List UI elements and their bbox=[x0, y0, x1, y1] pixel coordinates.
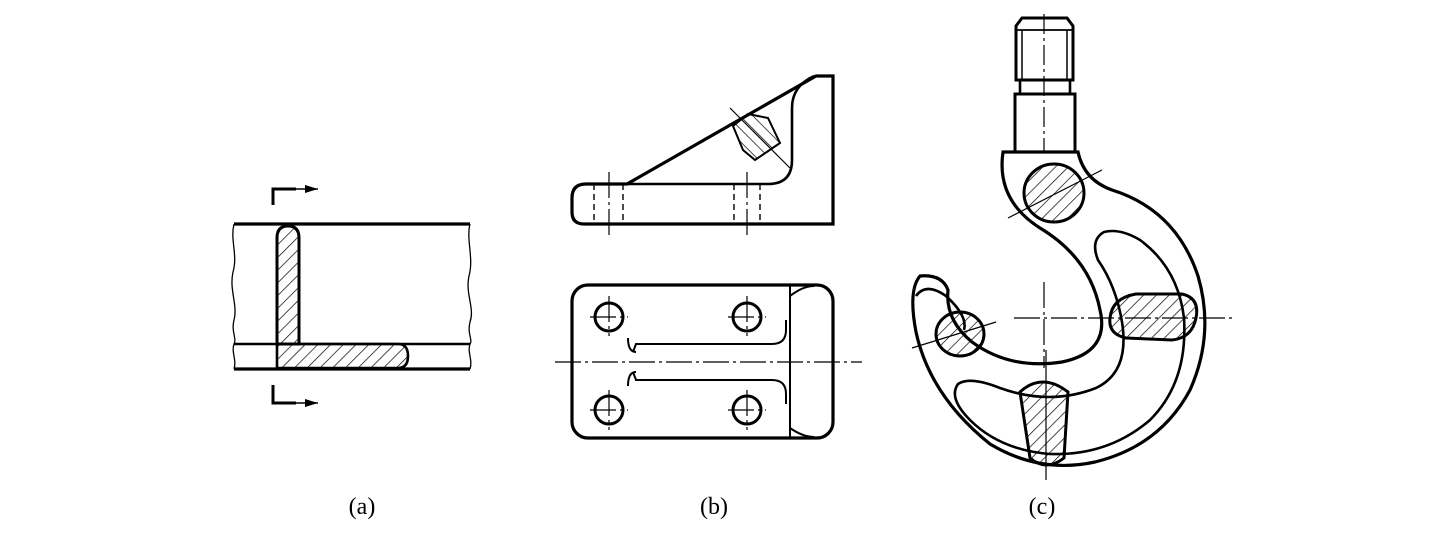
hook-section-right bbox=[1108, 292, 1199, 342]
front-view bbox=[570, 74, 835, 236]
break-line-right-lower bbox=[468, 343, 472, 370]
panel-c-drawing bbox=[911, 14, 1232, 480]
shank-neck bbox=[1018, 78, 1072, 96]
slot-lower bbox=[632, 371, 787, 404]
caption-panel-c: (c) bbox=[1028, 494, 1056, 520]
hook-shank bbox=[1013, 14, 1077, 154]
front-view-outline bbox=[570, 74, 835, 226]
top-view bbox=[555, 283, 862, 440]
break-line-left bbox=[231, 223, 236, 345]
hook-section-top bbox=[1022, 162, 1086, 224]
break-line-left-lower bbox=[232, 343, 236, 370]
panel-a-drawing bbox=[231, 185, 473, 407]
hook-section-point bbox=[934, 310, 986, 358]
section-marker-bottom bbox=[271, 385, 318, 407]
slot-upper bbox=[632, 320, 787, 353]
break-line-right bbox=[467, 223, 473, 345]
threaded-end bbox=[1014, 16, 1075, 82]
section-marker-top bbox=[271, 185, 318, 205]
caption-panel-b: (b) bbox=[700, 494, 728, 520]
rib-removed-section bbox=[731, 112, 782, 162]
hook-inner-outline bbox=[953, 229, 1186, 456]
shank-body bbox=[1013, 92, 1077, 154]
panel-b-drawing bbox=[555, 74, 862, 440]
flange-section bbox=[275, 342, 410, 370]
hook-outer-outline bbox=[911, 150, 1207, 468]
caption-panel-a: (a) bbox=[348, 494, 376, 520]
rib-section bbox=[275, 224, 301, 346]
hook-section-bottom bbox=[1018, 380, 1070, 467]
front-view-inner-fillet bbox=[627, 74, 815, 186]
